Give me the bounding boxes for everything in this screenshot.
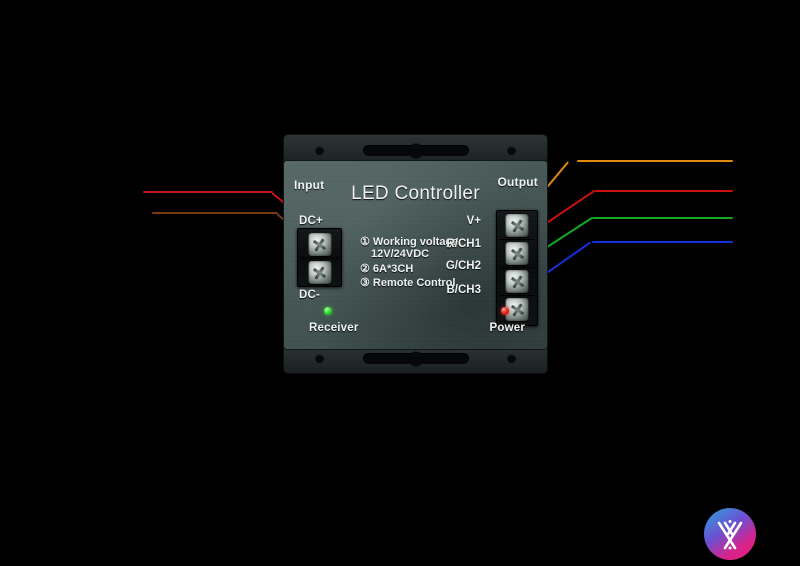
terminal-divider <box>499 239 535 240</box>
input-wire-positive-run <box>143 191 273 193</box>
mounting-slot-bottom <box>362 351 469 366</box>
mounting-slot-top <box>362 143 469 158</box>
brand-logo <box>704 508 756 560</box>
input-section-label: Input <box>294 178 325 192</box>
screw-terminal-g-ch2[interactable] <box>505 270 529 293</box>
screw-terminal-dc-minus[interactable] <box>308 261 331 284</box>
terminal-label-b-ch3: B/CH3 <box>446 284 481 296</box>
screw-terminal-v-plus[interactable] <box>505 214 529 237</box>
brand-logo-circle <box>704 508 756 560</box>
input-terminal-block[interactable] <box>297 228 342 287</box>
device-title: LED Controller <box>351 183 480 204</box>
terminal-label-dc-plus: DC+ <box>299 215 323 227</box>
mounting-hole-bottom-left <box>315 354 324 363</box>
brand-logo-mark <box>717 520 743 550</box>
screw-terminal-b-ch3[interactable] <box>505 298 529 321</box>
terminal-divider <box>499 295 535 296</box>
mounting-slot-hole-bottom <box>408 351 423 366</box>
mounting-hole-top-right <box>507 146 516 155</box>
input-wire-negative-run <box>152 212 278 214</box>
screw-terminal-r-ch1[interactable] <box>505 242 529 265</box>
spec-line-1: ① Working voltage: <box>360 236 462 248</box>
screw-terminal-dc-plus[interactable] <box>308 233 331 256</box>
output-terminal-block[interactable] <box>496 210 538 326</box>
mounting-hole-top-left <box>315 146 324 155</box>
output-wire-blue-run <box>592 241 733 243</box>
terminal-divider <box>499 267 535 268</box>
led-controller-device: Input LED Controller Output DC+ DC- ① Wo… <box>283 134 548 374</box>
controller-body: Input LED Controller Output DC+ DC- ① Wo… <box>283 160 548 350</box>
terminal-divider <box>300 258 339 259</box>
output-wire-green-run <box>592 217 733 219</box>
spec-line-3: ③ Remote Control <box>360 277 456 289</box>
output-wire-vplus-run <box>577 160 733 162</box>
terminal-label-g-ch2: G/CH2 <box>445 260 481 272</box>
mounting-slot-hole-top <box>408 143 423 158</box>
power-led-label: Power <box>489 322 525 334</box>
output-section-label: Output <box>497 175 538 189</box>
output-wire-red-run <box>595 190 733 192</box>
terminal-label-dc-minus: DC- <box>299 289 321 301</box>
terminal-label-v-plus: V+ <box>466 215 481 227</box>
spec-line-1-cont: 12V/24VDC <box>371 248 430 260</box>
mounting-hole-bottom-right <box>507 354 516 363</box>
receiver-led <box>324 307 332 315</box>
spec-line-2: ② 6A*3CH <box>360 263 414 275</box>
receiver-led-label: Receiver <box>309 322 359 334</box>
power-led <box>501 307 509 315</box>
terminal-label-r-ch1: R/CH1 <box>446 238 481 250</box>
